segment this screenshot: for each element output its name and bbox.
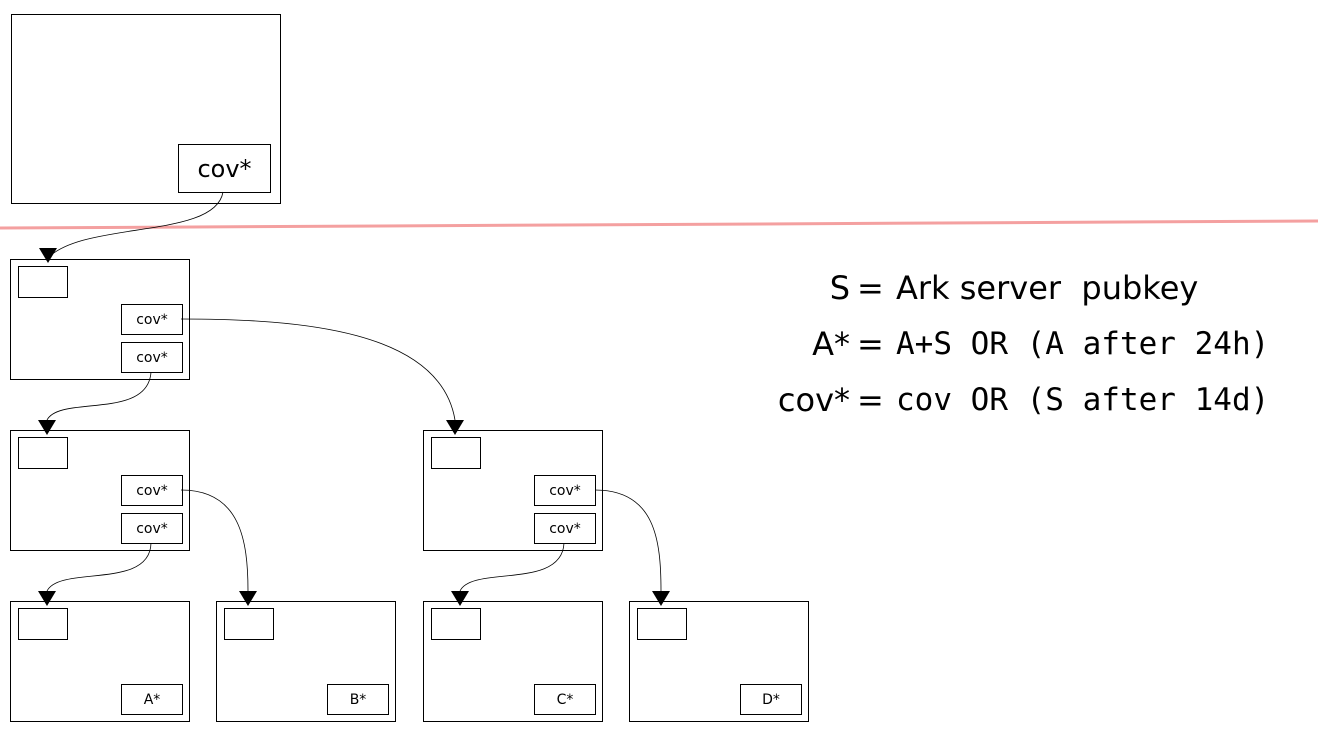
legend-equals-cov: = bbox=[857, 381, 884, 419]
level2-right-output-top: cov* bbox=[534, 475, 596, 506]
leaf-transaction-a: A* bbox=[10, 601, 190, 722]
legend-symbol-s: S bbox=[829, 269, 850, 307]
legend-definition-s: Ark server pubkey bbox=[896, 269, 1199, 307]
leaf-a-input bbox=[18, 608, 68, 640]
level2-right-input bbox=[431, 437, 481, 469]
arrow-level2-left-to-leaf-b bbox=[180, 489, 249, 592]
leaf-transaction-d: D* bbox=[629, 601, 809, 722]
level2-right-transaction: cov* cov* bbox=[423, 430, 603, 551]
level2-left-output-bottom: cov* bbox=[121, 513, 183, 544]
level1-transaction: cov* cov* bbox=[10, 259, 190, 380]
leaf-d-output: D* bbox=[740, 684, 802, 715]
legend-row-a: A* = A+S OR (A after 24h) bbox=[0, 324, 1318, 364]
legend-symbol-cov: cov* bbox=[777, 381, 850, 419]
leaf-transaction-c: C* bbox=[423, 601, 603, 722]
leaf-b-input bbox=[224, 608, 274, 640]
root-transaction: cov* bbox=[11, 14, 281, 204]
divider-line bbox=[0, 219, 1318, 230]
level2-left-output-top: cov* bbox=[121, 475, 183, 506]
level2-left-input bbox=[18, 437, 68, 469]
level2-right-output-bottom: cov* bbox=[534, 513, 596, 544]
legend-definition-cov: cov OR (S after 14d) bbox=[896, 382, 1270, 418]
leaf-d-input bbox=[637, 608, 687, 640]
arrow-level2-right-to-leaf-d bbox=[594, 489, 662, 592]
leaf-b-output: B* bbox=[327, 684, 389, 715]
leaf-c-input bbox=[431, 608, 481, 640]
legend-equals-a: = bbox=[857, 325, 884, 363]
legend-row-s: S = Ark server pubkey bbox=[0, 268, 1318, 308]
legend-equals-s: = bbox=[857, 269, 884, 307]
level1-input bbox=[18, 266, 68, 298]
root-output-cov: cov* bbox=[178, 144, 271, 193]
legend-definition-a: A+S OR (A after 24h) bbox=[896, 326, 1270, 362]
leaf-c-output: C* bbox=[534, 684, 596, 715]
level2-left-transaction: cov* cov* bbox=[10, 430, 190, 551]
legend-row-cov: cov* = cov OR (S after 14d) bbox=[0, 380, 1318, 420]
legend-symbol-a: A* bbox=[812, 325, 850, 363]
level1-output-top: cov* bbox=[121, 304, 183, 335]
leaf-a-output: A* bbox=[121, 684, 183, 715]
leaf-transaction-b: B* bbox=[216, 601, 396, 722]
